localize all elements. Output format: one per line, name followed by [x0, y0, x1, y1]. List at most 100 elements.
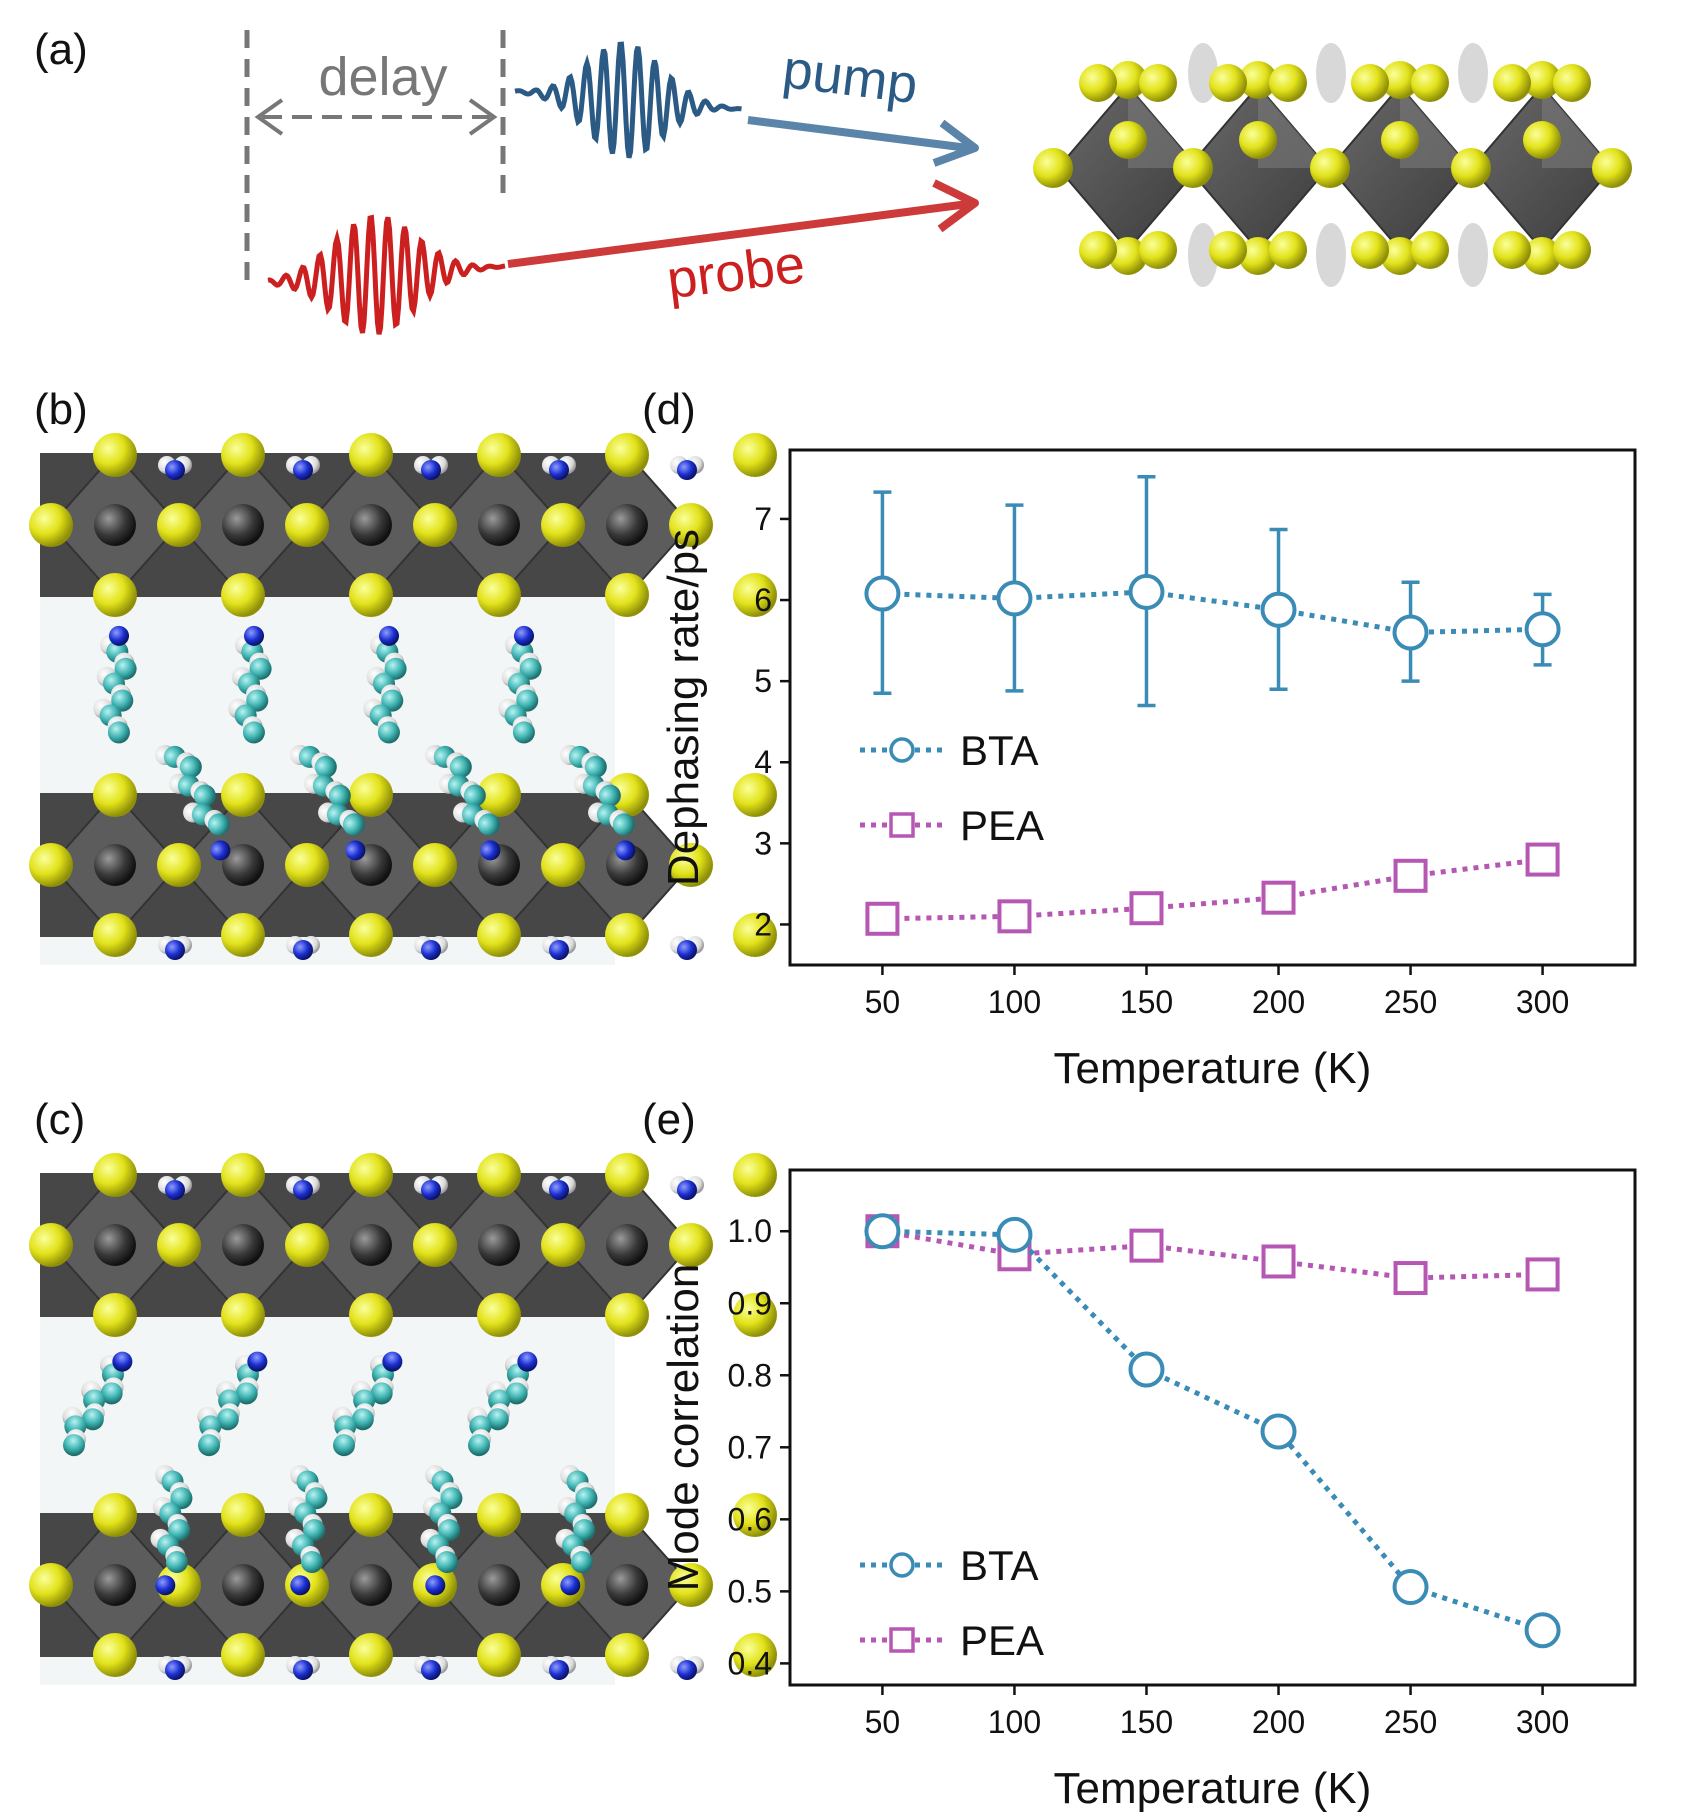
- lead-atom: [350, 504, 392, 546]
- iodine-atom: [221, 1153, 265, 1197]
- y-tick-label: 2: [754, 906, 772, 942]
- panel-label-b: (b): [34, 385, 88, 434]
- panel-label-c: (c): [34, 1095, 85, 1144]
- series-line-pea: [882, 857, 1543, 922]
- iodine-atom: [349, 1293, 393, 1337]
- y-tick-label: 4: [754, 744, 772, 780]
- iodine-atom: [1493, 231, 1531, 269]
- octahedron-face: [1258, 86, 1328, 168]
- iodine-atom: [733, 573, 777, 617]
- iodine-atom: [285, 1223, 329, 1267]
- iodine-atom: [477, 1633, 521, 1677]
- iodine-atom: [157, 503, 201, 547]
- nitrogen-atom: [293, 940, 313, 960]
- iodine-atom: [1109, 121, 1147, 159]
- nitrogen-atom: [425, 1575, 446, 1596]
- iodine-atom: [1411, 231, 1449, 269]
- iodine-atom: [1523, 237, 1561, 275]
- y-tick-label: 0.6: [728, 1501, 772, 1537]
- data-point-pea: [1261, 880, 1296, 915]
- iodine-atom: [1351, 231, 1389, 269]
- lead-atom: [94, 504, 136, 546]
- nitrogen-atom: [421, 460, 441, 480]
- x-tick-label: 200: [1252, 1704, 1305, 1740]
- carbon-atom: [570, 1551, 593, 1574]
- lead-atom: [222, 1224, 264, 1266]
- lead-atom: [350, 1564, 392, 1606]
- nitrogen-atom: [345, 840, 366, 861]
- iodine-atom: [1523, 61, 1561, 99]
- iodine-atom: [477, 573, 521, 617]
- y-tick-label: 0.5: [728, 1573, 772, 1609]
- panel-label-e: (e): [642, 1095, 696, 1144]
- carbon-atom: [575, 1487, 598, 1510]
- plot-frame: [788, 448, 1637, 967]
- bridging-iodine-atom: [1033, 148, 1073, 188]
- iodine-atom: [605, 773, 649, 817]
- iodine-atom: [221, 573, 265, 617]
- nitrogen-atom: [517, 1351, 538, 1372]
- data-point-bta: [864, 1213, 901, 1250]
- x-tick-label: 100: [988, 1704, 1041, 1740]
- data-point-pea: [1525, 1257, 1560, 1292]
- carbon-atom: [505, 1382, 528, 1405]
- iodine-atom: [605, 433, 649, 477]
- iodine-atom: [157, 1563, 201, 1607]
- carbon-atom: [305, 1487, 328, 1510]
- iodine-atom: [1553, 64, 1591, 102]
- carbon-atom: [81, 1408, 104, 1431]
- iodine-atom: [477, 1293, 521, 1337]
- x-tick-label: 300: [1516, 1704, 1569, 1740]
- iodine-atom: [221, 433, 265, 477]
- carbon-atom: [573, 1519, 596, 1542]
- x-axis-title: Temperature (K): [1054, 1044, 1372, 1093]
- nitrogen-atom: [677, 460, 697, 480]
- carbon-atom: [438, 1519, 461, 1542]
- organic-molecule: [285, 1465, 328, 1596]
- carbon-atom: [598, 784, 621, 807]
- data-point-bta: [996, 1216, 1033, 1253]
- iodine-atom: [605, 1633, 649, 1677]
- bta-crystal-structure-image: [29, 433, 777, 965]
- data-point-pea: [865, 901, 900, 936]
- x-axis-title: Temperature (K): [1054, 1764, 1372, 1813]
- iodine-atom: [285, 843, 329, 887]
- iodine-atom: [1381, 237, 1419, 275]
- data-point-pea: [1129, 891, 1164, 926]
- iodine-atom: [221, 913, 265, 957]
- bridging-iodine-atom: [1592, 148, 1632, 188]
- carbon-atom: [242, 721, 265, 744]
- nitrogen-atom: [677, 1660, 697, 1680]
- nitrogen-atom: [109, 625, 130, 646]
- iodine-atom: [29, 1223, 73, 1267]
- nitrogen-atom: [210, 840, 231, 861]
- y-tick-label: 0.7: [728, 1429, 772, 1465]
- carbon-atom: [111, 689, 134, 712]
- carbon-atom: [435, 1551, 458, 1574]
- iodine-atom: [477, 913, 521, 957]
- cation-ellipse: [1458, 43, 1488, 103]
- data-point-pea: [1261, 1244, 1296, 1279]
- iodine-atom: [413, 503, 457, 547]
- organic-molecule: [228, 625, 272, 744]
- carbon-atom: [249, 657, 272, 680]
- x-tick-label: 200: [1252, 984, 1305, 1020]
- plot-frame: [788, 1168, 1637, 1687]
- iodine-atom: [1269, 64, 1307, 102]
- y-tick-label: 1.0: [728, 1213, 772, 1249]
- organic-molecule: [555, 1465, 598, 1596]
- iodine-atom: [1079, 231, 1117, 269]
- carbon-atom: [207, 813, 230, 836]
- carbon-atom: [384, 657, 407, 680]
- x-tick-label: 50: [865, 984, 901, 1020]
- lead-atom: [222, 504, 264, 546]
- delay-label: delay: [318, 47, 447, 107]
- carbon-atom: [351, 1408, 374, 1431]
- carbon-atom: [342, 813, 365, 836]
- iodine-atom: [349, 773, 393, 817]
- nitrogen-atom: [112, 1351, 133, 1372]
- lead-atom: [478, 1564, 520, 1606]
- carbon-atom: [63, 1434, 86, 1457]
- iodine-atom: [541, 1223, 585, 1267]
